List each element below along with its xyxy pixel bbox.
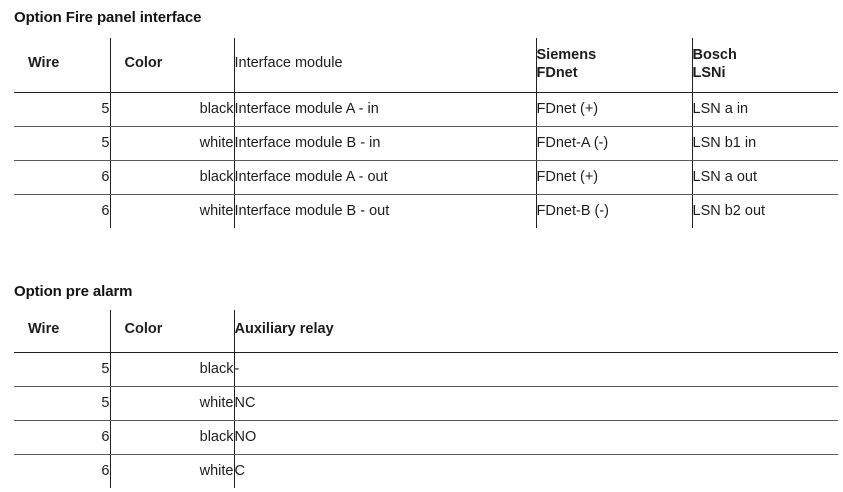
cell-bosch: LSN a in	[691, 92, 838, 127]
cell-bosch: LSN a out	[691, 160, 838, 195]
table-header: Wire Color Auxiliary relay	[14, 310, 838, 353]
table-row: 5 black -	[14, 352, 838, 387]
cell-color: black	[109, 420, 234, 455]
cell-module: Interface module B - out	[233, 194, 536, 228]
cell-color: black	[109, 352, 234, 387]
cell-color: white	[109, 386, 234, 421]
cell-color: white	[109, 126, 234, 161]
cell-wire: 5	[14, 386, 110, 421]
cell-color: black	[109, 92, 234, 127]
cell-module: Interface module A - out	[233, 160, 536, 195]
column-header-color: Color	[109, 310, 234, 353]
table-row: 5 black Interface module A - in FDnet (+…	[14, 92, 838, 127]
table-row: 5 white NC	[14, 386, 838, 421]
cell-siemens: FDnet-B (-)	[535, 194, 692, 228]
cell-relay: C	[233, 454, 838, 488]
table-row: 6 white Interface module B - out FDnet-B…	[14, 194, 838, 228]
cell-relay: -	[233, 352, 838, 387]
table-header: Wire Color Interface module Siemens FDne…	[14, 38, 838, 93]
cell-relay: NO	[233, 420, 838, 455]
table-row: 5 white Interface module B - in FDnet-A …	[14, 126, 838, 161]
cell-relay: NC	[233, 386, 838, 421]
column-header-color: Color	[109, 38, 234, 93]
cell-wire: 5	[14, 126, 110, 161]
cell-siemens: FDnet (+)	[535, 92, 692, 127]
cell-siemens: FDnet (+)	[535, 160, 692, 195]
header-row: Wire Color Interface module Siemens FDne…	[14, 38, 838, 93]
column-header-wire: Wire	[14, 38, 110, 93]
cell-wire: 6	[14, 160, 110, 195]
cell-bosch: LSN b1 in	[691, 126, 838, 161]
cell-siemens: FDnet-A (-)	[535, 126, 692, 161]
table-body: 5 black - 5 white NC 6 black NO 6 white …	[14, 352, 838, 488]
column-header-wire: Wire	[14, 310, 110, 353]
cell-bosch: LSN b2 out	[691, 194, 838, 228]
cell-module: Interface module B - in	[233, 126, 536, 161]
section-title-pre-alarm: Option pre alarm	[14, 283, 133, 300]
section-title-fire-panel-interface: Option Fire panel interface	[14, 9, 202, 26]
column-header-auxiliary-relay: Auxiliary relay	[233, 310, 838, 353]
header-row: Wire Color Auxiliary relay	[14, 310, 838, 353]
table-row: 6 black NO	[14, 420, 838, 455]
cell-wire: 6	[14, 194, 110, 228]
cell-wire: 6	[14, 454, 110, 488]
column-header-interface-module: Interface module	[233, 38, 536, 93]
fire-panel-interface-table: Wire Color Interface module Siemens FDne…	[14, 38, 838, 228]
column-header-siemens-fdnet: Siemens FDnet	[535, 38, 692, 93]
table-row: 6 white C	[14, 454, 838, 488]
cell-wire: 5	[14, 352, 110, 387]
table-body: 5 black Interface module A - in FDnet (+…	[14, 92, 838, 228]
cell-wire: 5	[14, 92, 110, 127]
table-row: 6 black Interface module A - out FDnet (…	[14, 160, 838, 195]
cell-color: white	[109, 454, 234, 488]
cell-color: white	[109, 194, 234, 228]
column-header-bosch-lsni: Bosch LSNi	[691, 38, 838, 93]
cell-wire: 6	[14, 420, 110, 455]
cell-color: black	[109, 160, 234, 195]
pre-alarm-table: Wire Color Auxiliary relay 5 black - 5 w…	[14, 310, 838, 488]
cell-module: Interface module A - in	[233, 92, 536, 127]
